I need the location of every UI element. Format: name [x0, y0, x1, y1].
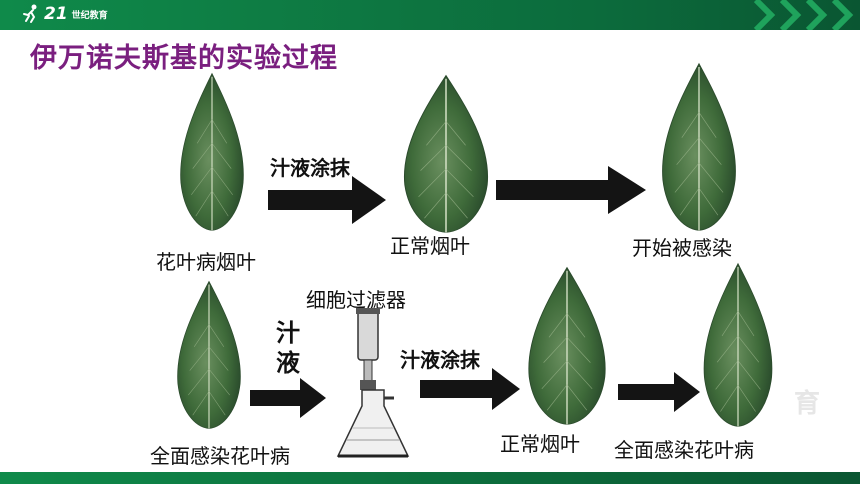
footer-bar	[0, 472, 860, 484]
right-arrow-icon	[618, 372, 700, 412]
right-arrow-icon	[268, 176, 386, 224]
filter-flask-icon	[336, 308, 410, 458]
right-arrow-icon	[496, 166, 646, 214]
page-title: 伊万诺夫斯基的实验过程	[30, 43, 338, 74]
row2-action-label: 汁液涂抹	[400, 348, 480, 372]
right-arrow-icon	[420, 368, 520, 410]
row2-start-label: 全面感染花叶病	[150, 444, 290, 468]
tobacco-leaf-icon	[661, 63, 737, 231]
chevron-decoration-icon	[753, 0, 776, 30]
site-logo: 21 世纪教育	[22, 4, 108, 24]
row2-middle-label: 正常烟叶	[500, 432, 580, 456]
row2-vertical-action: 汁液	[276, 319, 300, 377]
chevron-decoration-icon	[831, 0, 854, 30]
chevron-decoration-icon	[805, 0, 828, 30]
runner-icon	[23, 4, 37, 23]
tobacco-leaf-icon	[177, 280, 241, 430]
row1-start-label: 花叶病烟叶	[156, 250, 256, 274]
chevron-decoration-icon	[779, 0, 802, 30]
tobacco-leaf-icon	[703, 263, 773, 427]
row1-action-label: 汁液涂抹	[270, 156, 350, 180]
tobacco-leaf-icon	[180, 72, 244, 232]
row1-middle-label: 正常烟叶	[390, 234, 470, 258]
watermark: 育	[793, 389, 820, 419]
logo-text: 世纪教育	[71, 10, 108, 21]
logo-number: 21	[44, 4, 68, 24]
row1-end-label: 开始被感染	[632, 236, 732, 260]
tobacco-leaf-icon	[403, 74, 489, 234]
header-bar: 21 世纪教育	[0, 0, 860, 30]
tobacco-leaf-icon	[528, 266, 606, 426]
right-arrow-icon	[250, 378, 326, 418]
row2-end-label: 全面感染花叶病	[614, 438, 754, 462]
